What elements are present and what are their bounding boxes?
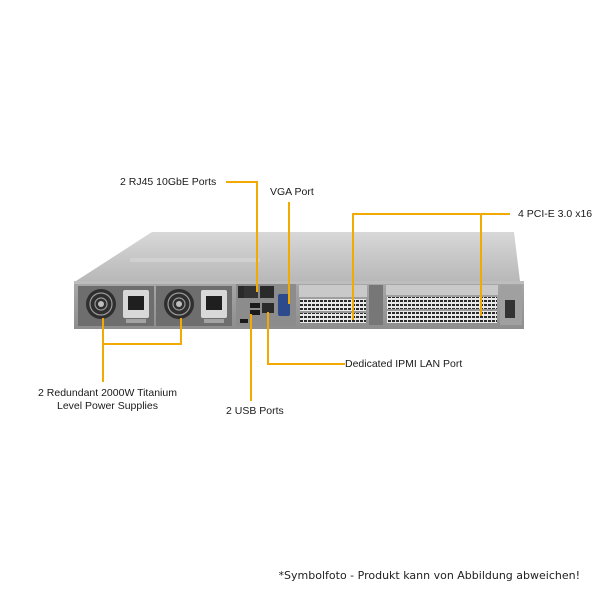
callout-line-psu [102, 318, 182, 345]
label-pcie-slots: 4 PCI-E 3.0 x16 [518, 208, 593, 220]
label-vga-port: VGA Port [270, 186, 314, 198]
expansion-slots [299, 285, 522, 325]
chassis-top [76, 232, 520, 281]
label-power-supplies-line1: 2 Redundant 2000W Titanium [38, 387, 177, 399]
callout-line-ipmi [267, 312, 345, 365]
power-supply-2 [156, 286, 232, 326]
io-panel [236, 284, 296, 326]
label-ipmi-port: Dedicated IPMI LAN Port [345, 358, 463, 370]
chassis-label-strip [130, 258, 260, 262]
label-rj45-ports: 2 RJ45 10GbE Ports [120, 176, 217, 188]
callout-line-rj45 [226, 181, 258, 292]
callout-lines [102, 181, 510, 401]
label-power-supplies: 2 Redundant 2000W Titanium Level Power S… [20, 387, 195, 413]
disclaimer-text: *Symbolfoto - Produkt kann von Abbildung… [278, 569, 580, 582]
label-power-supplies-line2: Level Power Supplies [57, 400, 158, 412]
label-usb-ports: 2 USB Ports [226, 405, 284, 417]
callout-line-pcie [352, 213, 510, 320]
power-supply-1 [78, 286, 154, 326]
